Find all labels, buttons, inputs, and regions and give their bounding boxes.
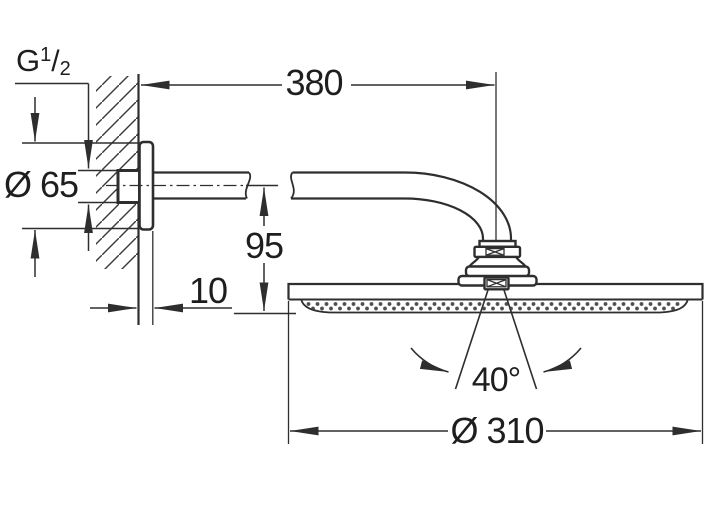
nut-knurl-mark-lower (486, 278, 507, 288)
label-escutcheon-depth: 10 (189, 270, 228, 311)
angle-leader-left (410, 347, 449, 373)
thread-numerator: 1 (40, 44, 52, 66)
dim-head-diameter (287, 301, 704, 444)
ball-joint-connector (457, 239, 538, 291)
dim-drop-height (106, 184, 296, 315)
dim-escutcheon-depth (90, 231, 232, 325)
supply-nipple (116, 169, 141, 204)
angle-leader-right (543, 347, 582, 373)
dim-arm-length (141, 72, 497, 240)
thread-letter: G (16, 43, 41, 78)
nut-knurl-mark-upper (485, 247, 505, 256)
connector-flare (467, 255, 528, 268)
label-arm-length: 380 (285, 62, 343, 103)
label-drop-height: 95 (244, 225, 284, 266)
label-spray-angle: 40° (471, 361, 521, 399)
nozzle-dots (306, 301, 683, 312)
label-thread-size: G1/2 (16, 43, 71, 80)
arm-break-right (290, 171, 295, 200)
arm-break-left (244, 171, 252, 199)
thread-slash: / (51, 45, 60, 78)
thread-denominator: 2 (59, 58, 71, 80)
label-flange-diameter: Ø 65 (4, 164, 79, 205)
dim-flange-diameter (22, 97, 139, 277)
shower-arm (153, 171, 513, 242)
label-head-diameter: Ø 310 (450, 410, 544, 451)
